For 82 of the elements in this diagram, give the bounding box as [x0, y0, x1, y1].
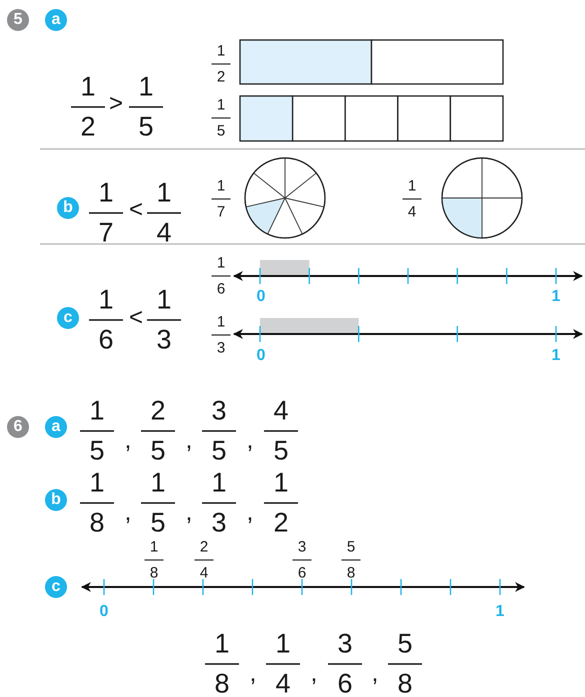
comparison-sign: > [109, 92, 123, 116]
exercise-number: 6 [7, 416, 29, 438]
numerator: 1 [408, 178, 416, 194]
denominator: 6 [337, 670, 353, 697]
denominator: 3 [216, 340, 226, 356]
numerator: 1 [138, 74, 154, 100]
comma: , [246, 501, 254, 525]
denominator: 5 [216, 124, 226, 138]
denominator: 3 [156, 326, 172, 354]
comma: , [310, 662, 318, 686]
denominator: 5 [89, 438, 105, 464]
numerator: 1 [216, 178, 226, 194]
denominator: 4 [156, 220, 172, 246]
tick-label: 1 [552, 348, 560, 364]
denominator: 6 [98, 326, 114, 354]
numerator: 1 [214, 630, 230, 658]
comma: , [372, 662, 378, 686]
numerator: 1 [89, 398, 105, 424]
denominator: 6 [298, 566, 306, 580]
denominator: 8 [89, 510, 105, 536]
numerator: 1 [216, 98, 226, 112]
denominator: 2 [80, 114, 96, 140]
part-letter: b [57, 197, 79, 219]
numerator: 2 [150, 398, 166, 424]
denominator: 3 [211, 510, 227, 536]
denominator: 2 [216, 70, 226, 84]
numerator: 1 [273, 470, 289, 496]
comma: , [246, 429, 254, 453]
numerator: 1 [89, 470, 105, 496]
part-letter: c [45, 576, 67, 598]
denominator: 5 [273, 438, 289, 464]
numerator: 1 [216, 256, 226, 270]
numerator: 5 [397, 630, 413, 658]
part-letter: a [45, 9, 67, 31]
numerator: 1 [156, 180, 172, 206]
denominator: 5 [138, 114, 154, 140]
denominator: 8 [346, 566, 356, 580]
numerator: 1 [216, 44, 226, 58]
numerator: 1 [275, 630, 291, 658]
denominator: 2 [273, 510, 289, 536]
numerator: 1 [80, 74, 96, 100]
numerator: 4 [273, 398, 289, 424]
denominator: 7 [98, 220, 114, 246]
numerator: 1 [98, 286, 114, 314]
denominator: 5 [150, 438, 166, 464]
tick-label: 1 [552, 289, 560, 305]
comma: , [186, 429, 192, 453]
comparison-sign: < [129, 198, 143, 222]
numerator: 1 [156, 286, 172, 314]
comma: , [124, 429, 132, 453]
tick-label: 0 [256, 289, 266, 305]
denominator: 5 [211, 438, 227, 464]
part-letter: b [45, 489, 67, 511]
numerator: 2 [200, 540, 208, 554]
denominator: 8 [214, 670, 230, 697]
exercise-number: 5 [7, 9, 29, 31]
numerator: 1 [150, 470, 166, 496]
numerator: 3 [298, 540, 306, 554]
comparison-sign: < [129, 306, 143, 330]
denominator: 6 [216, 282, 226, 296]
tick-label: 0 [100, 604, 108, 620]
comma: , [186, 501, 192, 525]
numerator: 5 [346, 540, 356, 554]
denominator: 7 [216, 204, 226, 220]
tick-label: 0 [256, 348, 266, 364]
tick-label: 1 [496, 604, 504, 620]
comma: , [250, 662, 256, 686]
denominator: 4 [275, 670, 291, 697]
part-letter: c [57, 307, 79, 329]
numerator: 3 [211, 398, 227, 424]
denominator: 8 [397, 670, 413, 697]
part-letter: a [45, 416, 67, 438]
numerator: 1 [216, 314, 226, 330]
denominator: 8 [150, 566, 158, 580]
denominator: 4 [408, 204, 416, 220]
numerator: 3 [337, 630, 353, 658]
numerator: 1 [211, 470, 227, 496]
numerator: 1 [150, 540, 158, 554]
numerator: 1 [98, 180, 114, 206]
denominator: 5 [150, 510, 166, 536]
denominator: 4 [200, 566, 208, 580]
comma: , [124, 501, 132, 525]
